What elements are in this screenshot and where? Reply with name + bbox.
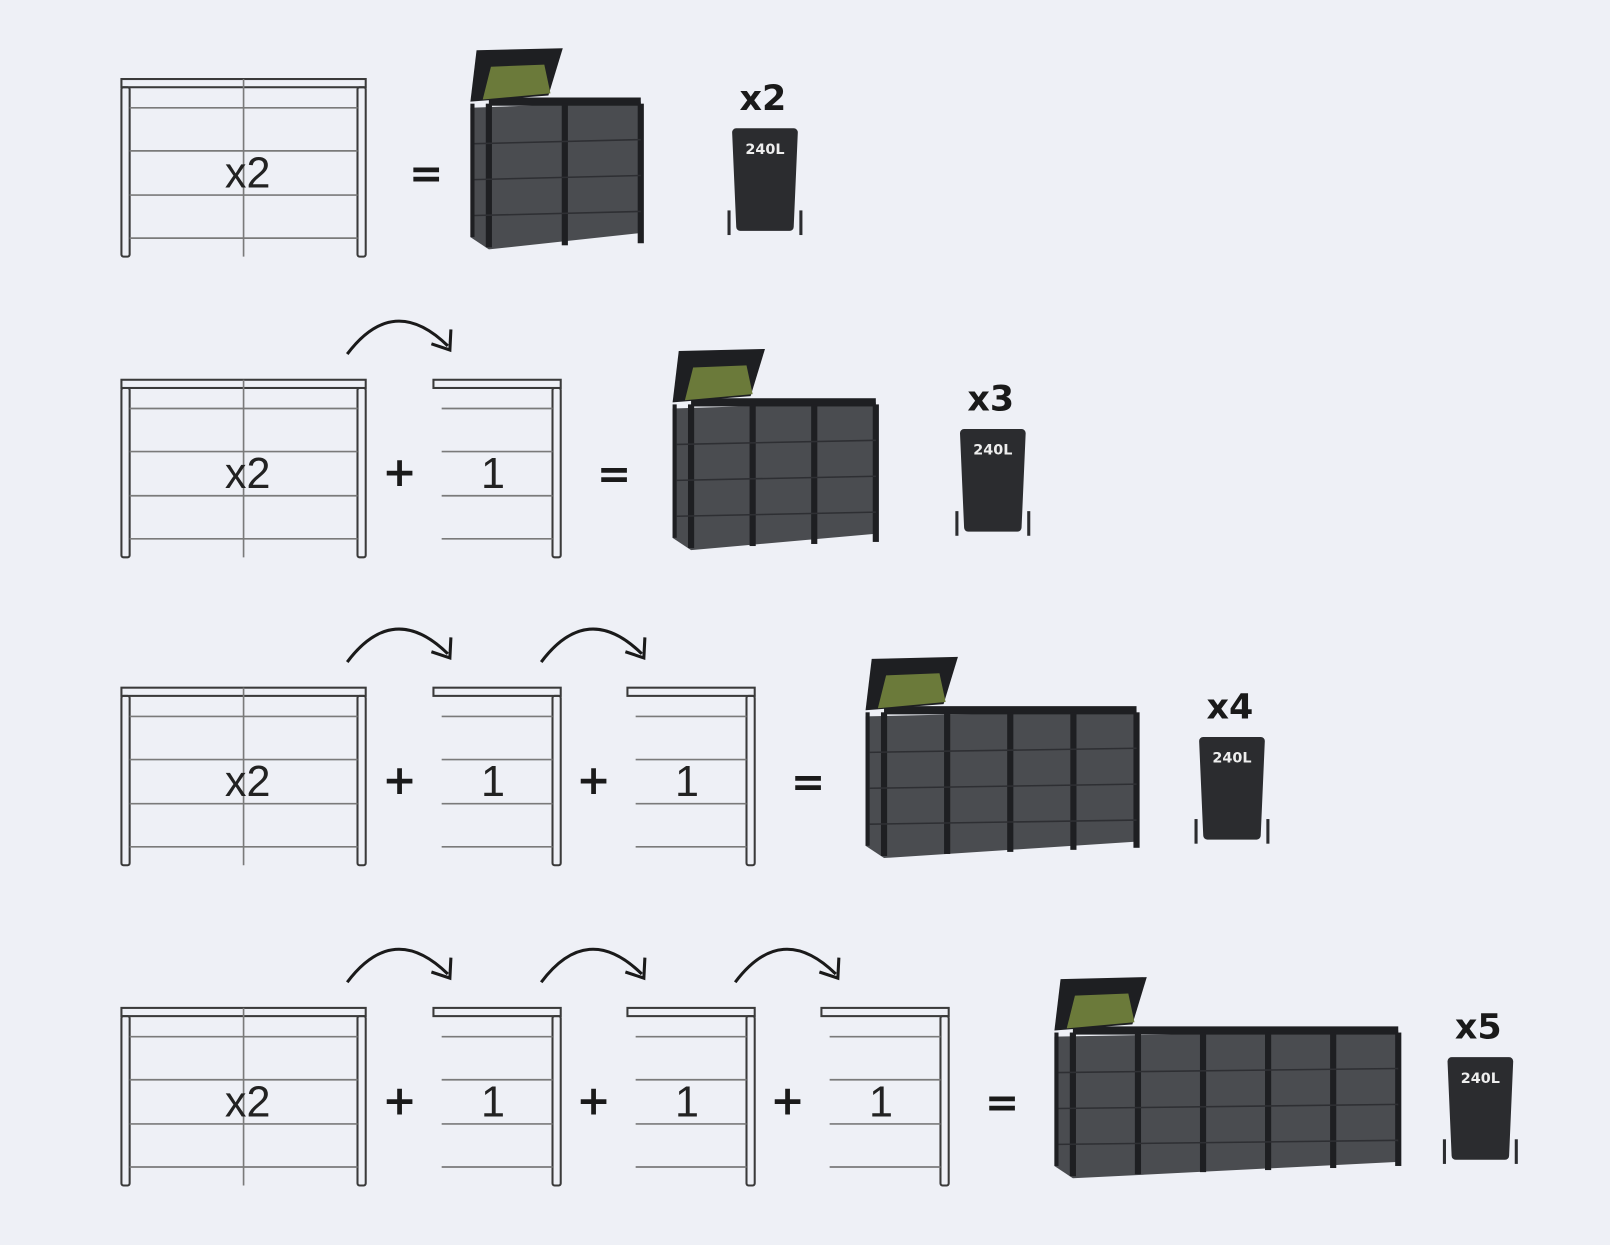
- bin-lid: [877, 673, 946, 709]
- base-kit-label: x2: [225, 149, 271, 197]
- bin-lid: [482, 64, 551, 100]
- plus-sign: +: [770, 1076, 804, 1124]
- bin-capacity-label: 240L: [745, 142, 784, 158]
- wheelie-bin-icon: x5 240L: [1442, 1008, 1518, 1164]
- plus-sign: +: [382, 756, 416, 804]
- wheelie-bin-icon: x2 240L: [727, 79, 803, 236]
- extension-kit: 1: [432, 686, 562, 867]
- bin-capacity-label: 240L: [1461, 1071, 1500, 1087]
- extension-kit-label: 1: [869, 1078, 893, 1126]
- row-2: x2 +1 = x3 240L: [120, 319, 1031, 559]
- base-kit-label: x2: [225, 1078, 271, 1126]
- wheelie-bin-icon: x3 240L: [955, 380, 1031, 536]
- curved-arrow-icon: [733, 947, 841, 984]
- wheelie-bin-icon: x4 240L: [1194, 687, 1270, 844]
- extension-kit: 1: [432, 1006, 562, 1187]
- equals-sign: =: [597, 450, 631, 498]
- bin-count-label: x4: [1207, 687, 1254, 727]
- row-3: x2 +1 +1 = x4 240L: [120, 627, 1270, 867]
- double-frame-kit: x2: [120, 378, 367, 559]
- bin-lid: [684, 365, 753, 401]
- curved-arrow-icon: [539, 947, 647, 984]
- bin-lid: [1066, 993, 1135, 1029]
- extension-kit: 1: [820, 1006, 950, 1187]
- plus-sign: +: [382, 1076, 416, 1124]
- row-4: x2 +1 +1 +1 = x5 240L: [120, 947, 1518, 1187]
- double-frame-kit: x2: [120, 686, 367, 867]
- equals-sign: =: [791, 758, 825, 806]
- bin-count-label: x3: [967, 380, 1014, 420]
- equals-sign: =: [409, 149, 443, 197]
- extension-kit: 1: [626, 1006, 756, 1187]
- bin-enclosure-image: [672, 348, 879, 551]
- curved-arrow-icon: [346, 319, 453, 356]
- bin-capacity-label: 240L: [1212, 751, 1251, 767]
- base-kit-label: x2: [225, 758, 271, 806]
- double-frame-kit: x2: [120, 78, 367, 258]
- row-1: x2 = x2 240L: [120, 48, 803, 258]
- bin-capacity-label: 240L: [973, 443, 1012, 459]
- curved-arrow-icon: [346, 947, 453, 984]
- extension-kit-label: 1: [481, 450, 505, 498]
- bin-enclosure-image: [470, 48, 644, 250]
- curved-arrow-icon: [539, 627, 647, 663]
- double-frame-kit: x2: [120, 1006, 367, 1187]
- base-kit-label: x2: [225, 450, 271, 498]
- extension-kit-label: 1: [481, 1078, 505, 1126]
- extension-kit: 1: [432, 378, 562, 559]
- equals-sign: =: [985, 1078, 1019, 1126]
- plus-sign: +: [576, 1076, 610, 1124]
- extension-kit-label: 1: [675, 758, 699, 806]
- bin-count-label: x5: [1455, 1008, 1502, 1048]
- plus-sign: +: [382, 448, 416, 496]
- extension-kit-label: 1: [481, 758, 505, 806]
- extension-kit-label: 1: [675, 1078, 699, 1126]
- bin-count-label: x2: [740, 79, 787, 119]
- extension-kit: 1: [626, 686, 756, 867]
- bin-enclosure-image: [865, 656, 1140, 859]
- bin-enclosure-image: [1054, 977, 1402, 1179]
- curved-arrow-icon: [346, 627, 453, 663]
- plus-sign: +: [576, 756, 610, 804]
